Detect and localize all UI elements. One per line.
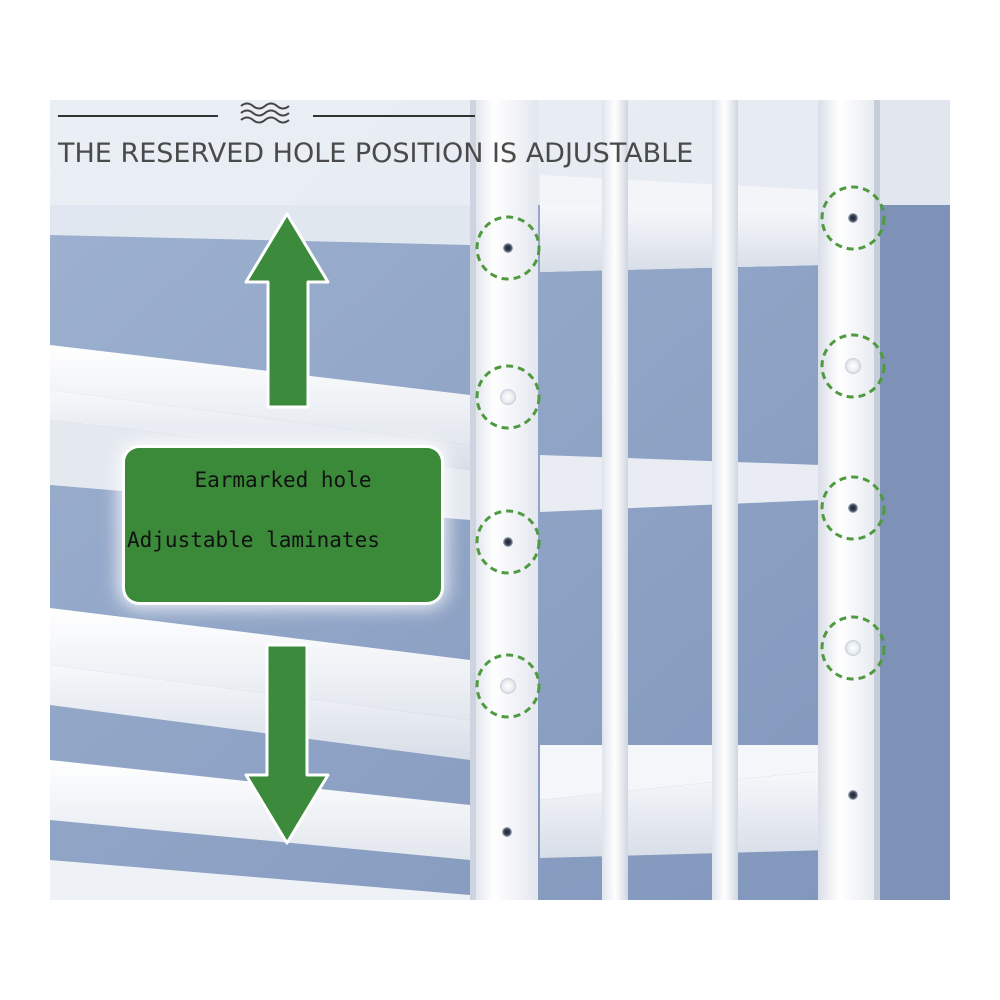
reserved-hole-marker-icon	[475, 215, 541, 281]
headline-rule	[58, 115, 475, 117]
hole	[848, 790, 858, 800]
hole	[848, 503, 858, 513]
headline: THE RESERVED HOLE POSITION IS ADJUSTABLE	[58, 138, 694, 169]
dashed-ring	[820, 185, 886, 251]
right-post	[818, 100, 880, 900]
dashed-ring	[820, 615, 886, 681]
hole	[503, 243, 513, 253]
dashed-ring	[475, 364, 541, 430]
arrow-down-icon	[244, 643, 330, 845]
callout-line-adjustable: Adjustable laminates	[127, 528, 380, 552]
dashed-ring	[475, 509, 541, 575]
hole	[845, 640, 861, 656]
hole	[848, 213, 858, 223]
reserved-hole-marker-icon	[820, 475, 886, 541]
hole	[500, 389, 516, 405]
arrow-up-icon	[244, 212, 330, 409]
reserved-hole-marker-icon	[820, 333, 886, 399]
reserved-hole-marker-icon	[820, 615, 886, 681]
reserved-hole-marker-icon	[820, 185, 886, 251]
left-post	[470, 100, 538, 900]
dashed-ring	[475, 215, 541, 281]
reserved-hole-marker-icon	[475, 364, 541, 430]
wall-right-panel	[878, 100, 950, 900]
callout-line-earmarked: Earmarked hole	[194, 468, 372, 492]
hole	[500, 678, 516, 694]
dashed-ring	[475, 653, 541, 719]
callout-box: Earmarked hole Adjustable laminates	[125, 448, 441, 602]
reserved-hole-markers	[475, 185, 886, 719]
reserved-hole-marker-icon	[475, 653, 541, 719]
vertical-rods	[602, 100, 738, 900]
dashed-ring	[820, 475, 886, 541]
hole	[845, 358, 861, 374]
hole	[502, 827, 512, 837]
dashed-ring	[820, 333, 886, 399]
reserved-hole-marker-icon	[475, 509, 541, 575]
wave-ornament-icon	[240, 102, 290, 124]
hole	[503, 537, 513, 547]
